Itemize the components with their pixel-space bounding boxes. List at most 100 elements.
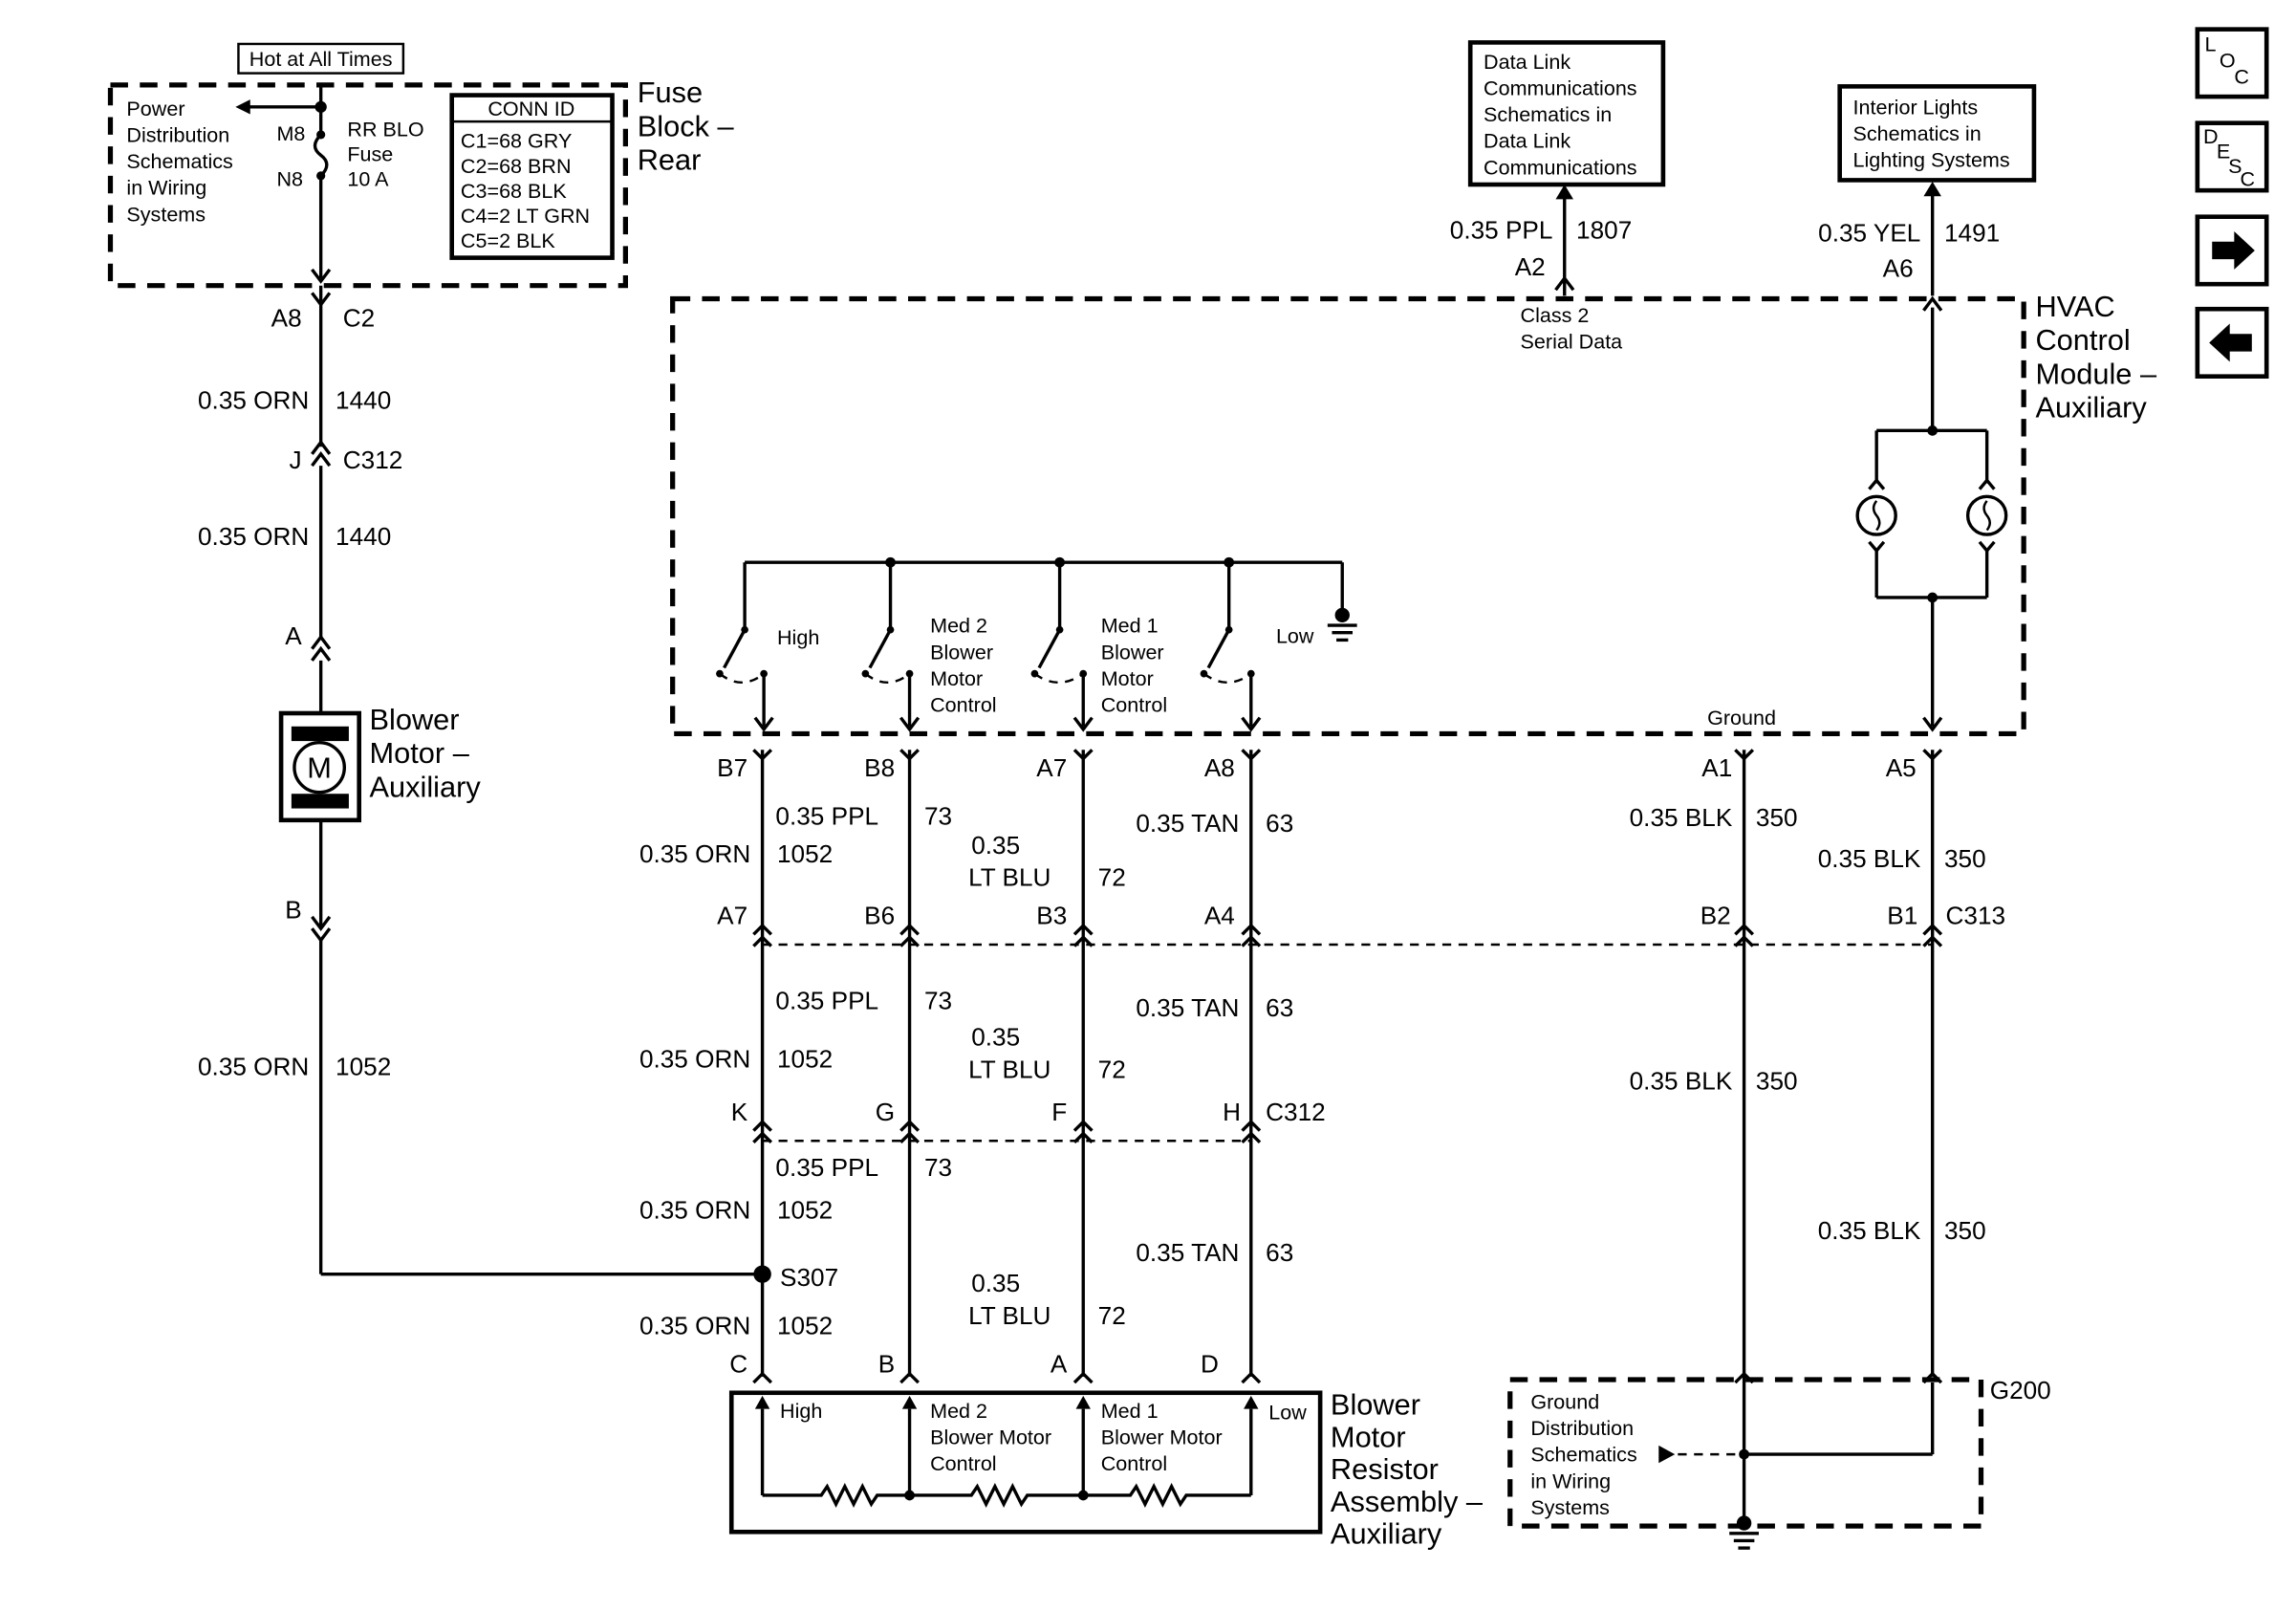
svg-text:Blower: Blower — [369, 703, 459, 736]
svg-text:Blower: Blower — [1101, 641, 1164, 664]
data-link-box — [1467, 40, 1666, 187]
svg-text:350: 350 — [1756, 1067, 1798, 1096]
resistor-assembly-box — [728, 1390, 1323, 1535]
svg-text:HVAC: HVAC — [2035, 290, 2114, 323]
svg-text:C3=68 BLK: C3=68 BLK — [461, 180, 568, 203]
svg-text:Blower: Blower — [930, 641, 993, 664]
svg-text:B6: B6 — [864, 902, 895, 930]
svg-text:10 A: 10 A — [347, 168, 389, 191]
conn-id-list: C1=68 GRY C2=68 BRN C3=68 BLK C4=2 LT GR… — [461, 130, 590, 252]
svg-text:LT BLU: LT BLU — [968, 1301, 1051, 1330]
blower-motor-title: Blower Motor – Auxiliary — [369, 703, 481, 803]
wire-circuit-label: 1052 — [336, 1052, 391, 1080]
wire-circuit-label: 1807 — [1576, 216, 1632, 245]
right-arrow-icon — [2212, 231, 2255, 270]
svg-text:63: 63 — [1266, 993, 1293, 1022]
svg-text:72: 72 — [1098, 863, 1126, 892]
svg-text:Class 2: Class 2 — [1521, 304, 1590, 327]
svg-text:Auxiliary: Auxiliary — [2035, 391, 2147, 425]
svg-text:High: High — [777, 626, 819, 649]
ground-icon — [1327, 607, 1357, 642]
pin-a8-label: A8 — [271, 304, 302, 333]
svg-text:Systems: Systems — [1530, 1496, 1610, 1519]
pin-a1-label: A1 — [1701, 753, 1732, 782]
connector-c313-label: C313 — [1946, 902, 2006, 930]
svg-text:LT BLU: LT BLU — [968, 1055, 1051, 1083]
svg-text:Motor: Motor — [1331, 1421, 1406, 1454]
pin-a7-label: A7 — [1036, 753, 1067, 782]
svg-text:350: 350 — [1944, 1216, 1986, 1245]
ground-label: Ground — [1707, 707, 1776, 729]
svg-text:63: 63 — [1266, 1238, 1293, 1267]
svg-text:Auxiliary: Auxiliary — [369, 770, 481, 803]
svg-text:B2: B2 — [1700, 902, 1731, 930]
svg-text:350: 350 — [1756, 803, 1798, 832]
svg-text:73: 73 — [924, 801, 952, 830]
svg-text:B: B — [878, 1349, 895, 1378]
interior-lights-box — [1837, 84, 2037, 183]
motor-symbol: M — [307, 751, 332, 784]
svg-text:0.35 ORN: 0.35 ORN — [639, 1312, 750, 1340]
svg-text:Med 1: Med 1 — [1101, 1400, 1159, 1423]
svg-text:Ground: Ground — [1530, 1391, 1599, 1414]
svg-text:0.35 BLK: 0.35 BLK — [1630, 1067, 1733, 1096]
motor-icon — [292, 740, 346, 795]
svg-text:Motor: Motor — [930, 667, 983, 690]
ground-g200-label: G200 — [1990, 1376, 2051, 1404]
pin-a6-label: A6 — [1883, 254, 1914, 283]
resistor-icon — [909, 1483, 1084, 1508]
svg-text:RR BLO: RR BLO — [347, 119, 423, 142]
svg-text:Systems: Systems — [126, 203, 206, 226]
fuse-pin-n8: N8 — [276, 168, 303, 191]
svg-text:Power: Power — [126, 98, 184, 120]
svg-text:C2=68 BRN: C2=68 BRN — [461, 155, 572, 178]
svg-text:Communications: Communications — [1484, 156, 1637, 179]
desc-button[interactable]: D E S C — [2195, 120, 2269, 193]
svg-text:Blower Motor: Blower Motor — [1101, 1426, 1223, 1448]
svg-text:Distribution: Distribution — [1530, 1417, 1634, 1440]
hvac-module-title: HVAC Control Module – Auxiliary — [2035, 290, 2157, 425]
interior-lamps — [1855, 295, 2008, 732]
resistor-icon — [1083, 1483, 1251, 1508]
fuse-icon — [313, 133, 329, 178]
svg-text:0.35 TAN: 0.35 TAN — [1136, 1238, 1239, 1267]
up-arrow-icon — [1555, 185, 1573, 200]
switch-high: High — [716, 562, 819, 732]
svg-text:1052: 1052 — [777, 1045, 833, 1074]
splice-s307-icon — [753, 1265, 771, 1283]
connector-c2-label: C2 — [343, 304, 375, 333]
c312-connector-labels: K G F H C312 — [731, 1098, 1326, 1126]
left-arrow-icon — [2209, 323, 2252, 362]
next-button[interactable] — [2195, 214, 2269, 287]
wire-gauge-label: 0.35 YEL — [1818, 219, 1920, 248]
wire-gauge-label: 0.35 ORN — [198, 522, 309, 551]
pin-a-label: A — [285, 621, 302, 650]
segment3-labels: 0.35 PPL 73 0.35 ORN 1052 S307 0.35 ORN … — [639, 1153, 1986, 1339]
svg-text:Resistor: Resistor — [1331, 1452, 1439, 1486]
hot-at-all-times-label: Hot at All Times — [249, 48, 393, 71]
svg-text:Control: Control — [1101, 694, 1167, 717]
svg-text:Schematics in: Schematics in — [1853, 122, 1982, 145]
svg-text:Blower: Blower — [1331, 1388, 1420, 1422]
svg-text:Control: Control — [930, 694, 996, 717]
svg-text:0.35: 0.35 — [971, 1023, 1020, 1052]
prev-button[interactable] — [2195, 306, 2269, 379]
svg-text:73: 73 — [924, 1153, 952, 1182]
svg-text:E: E — [2217, 140, 2230, 163]
svg-text:1052: 1052 — [777, 1312, 833, 1340]
svg-text:D: D — [1201, 1349, 1219, 1378]
loc-button[interactable]: L O C — [2195, 27, 2269, 99]
lamp-icon — [1855, 494, 1897, 536]
left-circuit: A8 C2 0.35 ORN 1440 J C312 0.35 ORN 1440… — [198, 285, 763, 1276]
up-arrow-icon — [1923, 181, 1941, 197]
svg-text:in Wiring: in Wiring — [1530, 1469, 1611, 1492]
svg-text:0.35 PPL: 0.35 PPL — [775, 801, 878, 830]
svg-text:0.35 TAN: 0.35 TAN — [1136, 809, 1239, 838]
hvac-control-module: HVAC Control Module – Auxiliary Class 2 … — [670, 290, 2157, 737]
hot-at-all-times-box — [237, 42, 405, 75]
fuse-pin-m8: M8 — [276, 122, 305, 145]
svg-text:Control: Control — [2035, 323, 2130, 357]
svg-text:Med 2: Med 2 — [930, 1400, 987, 1423]
svg-text:C: C — [2240, 168, 2255, 191]
